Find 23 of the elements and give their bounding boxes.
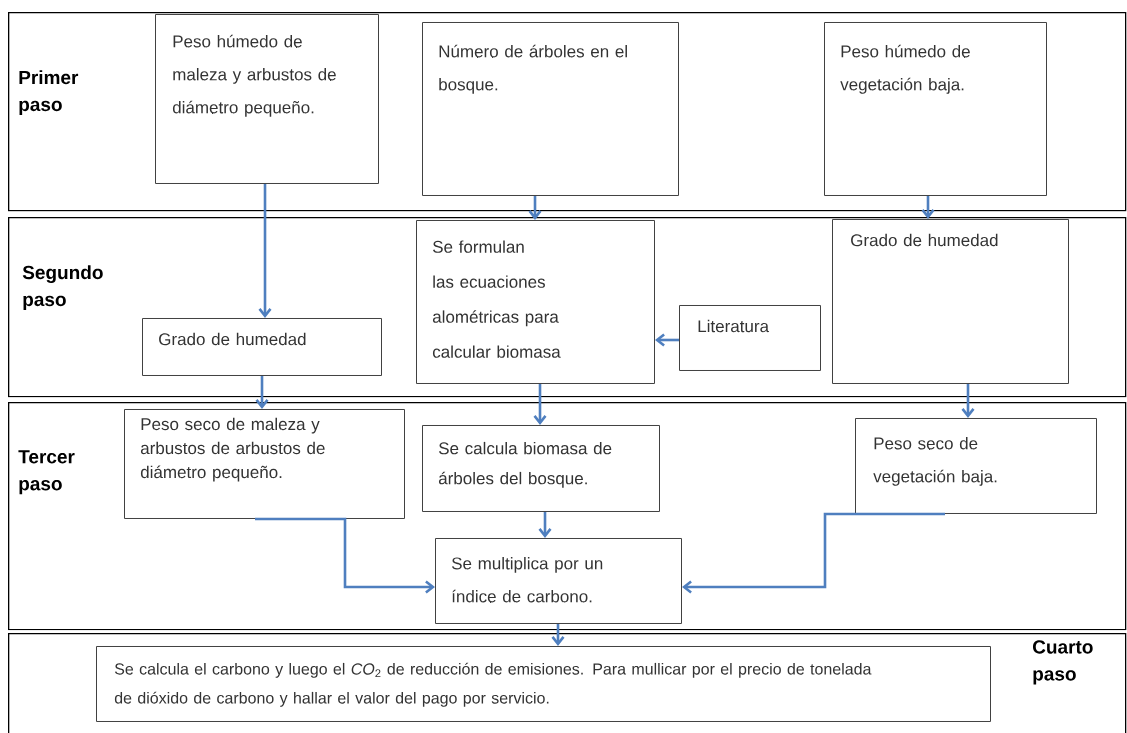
process-box: Se multiplica por un índice de carbono. [435, 538, 682, 624]
arrow [551, 624, 565, 646]
arrow [538, 512, 552, 538]
arrow [682, 512, 945, 594]
arrow [258, 184, 272, 318]
process-box: Literatura [679, 305, 821, 371]
arrow [255, 517, 435, 594]
process-box: Peso húmedo de maleza y arbustos de diámetro pequeño. [155, 14, 379, 184]
process-box: Se formulan las ecuaciones alométricas para calcular biomasa [416, 220, 655, 384]
process-box: Peso húmedo de vegetación baja. [824, 22, 1047, 196]
process-box: Se calcula biomasa de árboles del bosque. [422, 425, 660, 512]
arrow [961, 384, 975, 418]
process-box: Número de árboles en el bosque. [422, 22, 679, 196]
arrow [533, 384, 547, 425]
process-box: Grado de humedad [142, 318, 382, 376]
process-box: Grado de humedad [832, 219, 1069, 384]
process-box: Peso seco de maleza y arbustos de arbustos de diámetro pequeño. [124, 409, 405, 519]
arrow [528, 196, 542, 220]
process-box: Peso seco de vegetación baja. [855, 418, 1097, 514]
process-box: Se calcula el carbono y luego el CO$_{2}$ de reducción de emisiones. Para mullicar por el precio de tonelada de dióxido de carbono y hallar el valor del pago por servicio. [96, 646, 991, 722]
arrow [255, 376, 269, 409]
arrow [921, 196, 935, 219]
arrow [655, 333, 679, 347]
